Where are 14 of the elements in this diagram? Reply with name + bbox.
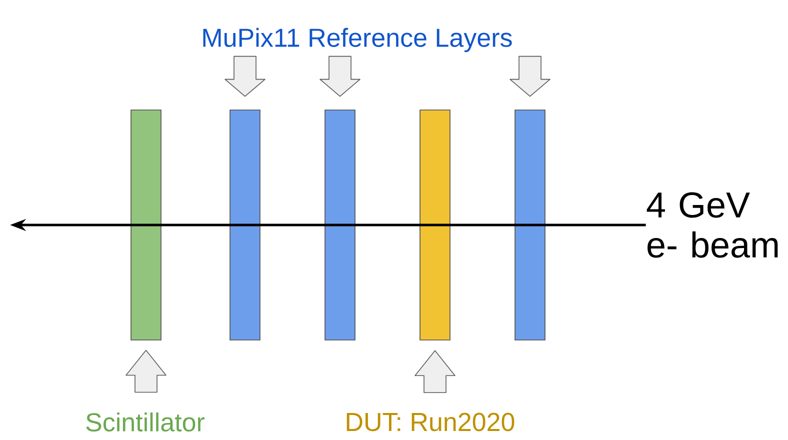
component-label: DUT: Run2020 [346, 412, 514, 432]
layer-bar [130, 110, 162, 340]
layer-bar [420, 110, 450, 340]
block-arrow [414, 350, 456, 393]
component-label: Scintillator [86, 412, 205, 432]
block-arrow [224, 56, 266, 97]
block-arrow [320, 56, 360, 97]
layer-bar [230, 110, 260, 340]
beam-label: 4 GeV e- beam [646, 192, 778, 258]
block-arrow [126, 350, 166, 393]
layer-bar [324, 110, 356, 340]
block-arrow [510, 56, 550, 97]
layer-bar [514, 110, 546, 340]
layer-heading: MuPix11 Reference Layers [203, 28, 512, 52]
